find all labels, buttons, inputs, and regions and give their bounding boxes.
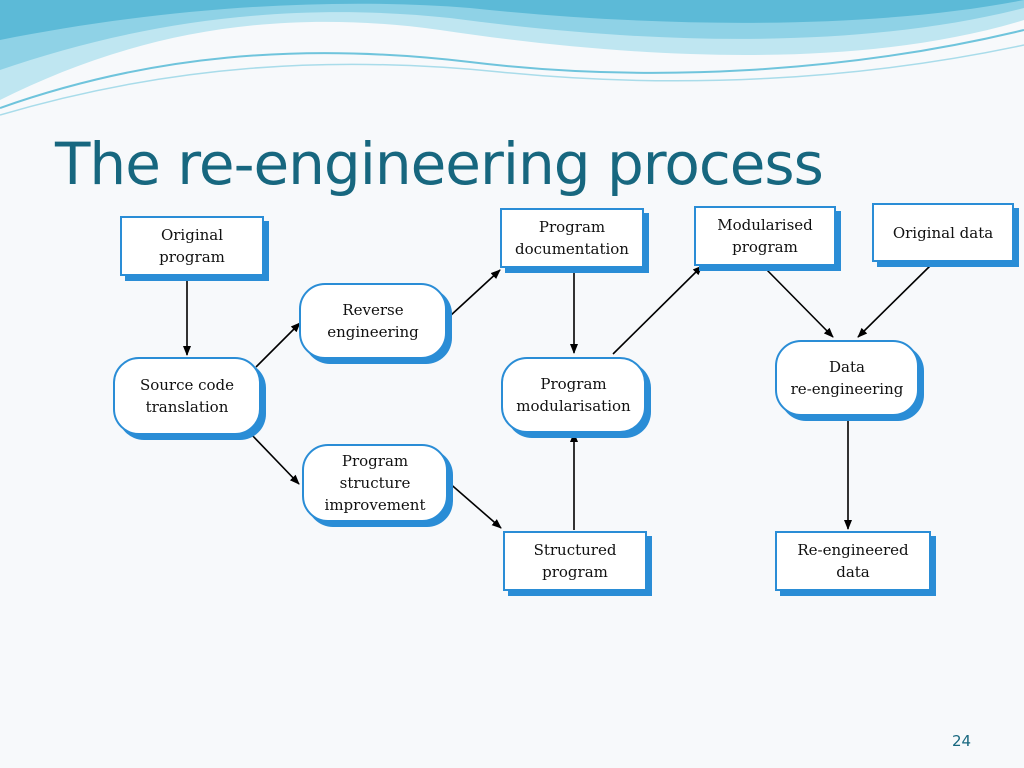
header-wave-decoration [0, 0, 1024, 116]
slide-title: The re-engineering process [55, 130, 824, 198]
node-source-code-translation: Source code translation [113, 357, 261, 435]
arrow-structure-improvement-to-structured-program [446, 480, 502, 529]
node-reverse-engineering-label: Reverse engineering [327, 301, 419, 341]
node-reengineered-data-label: Re-engineered data [797, 541, 909, 581]
node-structured-program-label: Structured program [533, 541, 617, 581]
page-number: 24 [952, 732, 972, 750]
node-program-documentation: Program documentation [500, 208, 644, 268]
node-program-structure-improvement-label: Program structure improvement [324, 452, 426, 514]
node-data-reengineering-label: Data re-engineering [790, 358, 904, 398]
node-original-program-label: Original program [159, 226, 225, 266]
node-program-documentation-label: Program documentation [515, 218, 629, 258]
node-modularised-program-label: Modularised program [717, 216, 813, 256]
node-original-program: Original program [120, 216, 264, 276]
node-modularised-program: Modularised program [694, 206, 836, 266]
arrow-source-code-translation-to-structure-improvement [248, 431, 300, 485]
arrow-reverse-engineering-to-program-documentation [449, 269, 501, 317]
node-program-modularisation-label: Program modularisation [516, 375, 631, 415]
node-reengineered-data: Re-engineered data [775, 531, 931, 591]
node-program-structure-improvement: Program structure improvement [302, 444, 448, 522]
node-original-data-label: Original data [892, 223, 994, 242]
node-source-code-translation-label: Source code translation [139, 376, 235, 416]
arrow-program-modularisation-to-modularised-program [612, 265, 703, 355]
node-data-reengineering: Data re-engineering [775, 340, 919, 416]
node-original-data: Original data [872, 203, 1014, 262]
node-program-modularisation: Program modularisation [501, 357, 646, 433]
node-reverse-engineering: Reverse engineering [299, 283, 447, 359]
arrow-original-data-to-data-reengineering [857, 263, 933, 338]
arrow-modularised-program-to-data-reengineering [764, 267, 834, 338]
arrow-source-code-translation-to-reverse-engineering [255, 322, 301, 368]
node-structured-program: Structured program [503, 531, 647, 591]
